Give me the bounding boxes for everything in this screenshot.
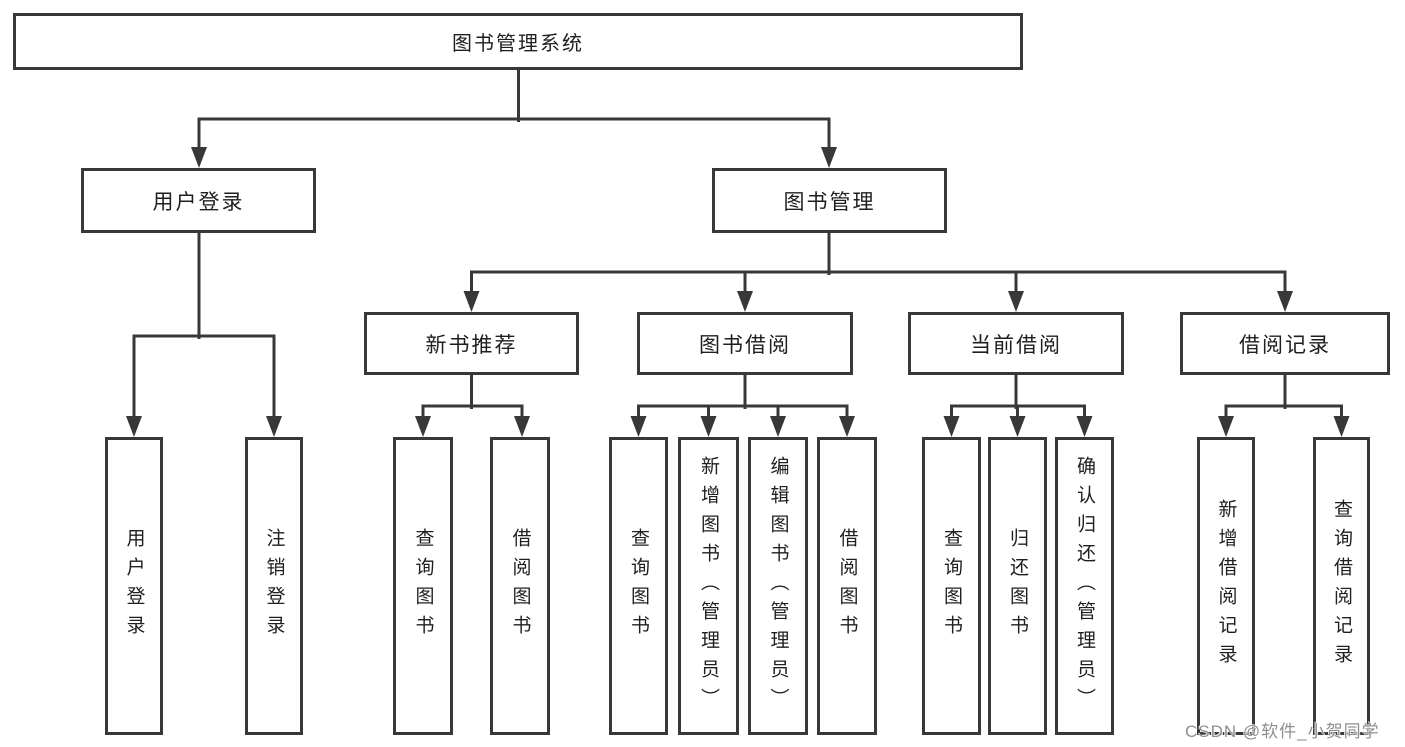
arrowhead-icon — [821, 147, 837, 168]
node-system-root: 图书管理系统 — [13, 13, 1023, 70]
node-borrow-records: 借阅记录 — [1180, 312, 1390, 375]
arrowhead-icon — [191, 147, 207, 168]
arrowhead-icon — [1009, 416, 1026, 437]
leaf-borrow-books: 借阅图书 — [817, 437, 877, 735]
leaf-user-login: 用户登录 — [105, 437, 163, 735]
leaf-return-books: 归还图书 — [988, 437, 1047, 735]
arrowhead-icon — [1333, 416, 1350, 437]
node-current-borrowing: 当前借阅 — [908, 312, 1124, 375]
leaf-query-books-borrowing: 查询图书 — [609, 437, 668, 735]
arrowhead-icon — [630, 416, 647, 437]
leaf-confirm-return-admin: 确认归还（管理员） — [1055, 437, 1114, 735]
leaf-logout: 注销登录 — [245, 437, 303, 735]
leaf-query-books-recommend: 查询图书 — [393, 437, 453, 735]
leaf-borrow-books-recommend: 借阅图书 — [490, 437, 550, 735]
node-user-login: 用户登录 — [81, 168, 316, 233]
arrowhead-icon — [266, 416, 282, 437]
arrowhead-icon — [770, 416, 786, 437]
arrowhead-icon — [839, 416, 855, 437]
leaf-query-borrow-record: 查询借阅记录 — [1313, 437, 1370, 735]
arrowhead-icon — [1218, 416, 1234, 437]
node-book-borrowing: 图书借阅 — [637, 312, 853, 375]
arrowhead-icon — [126, 416, 142, 437]
node-new-book-recommend: 新书推荐 — [364, 312, 579, 375]
arrowhead-icon — [943, 416, 960, 437]
leaf-query-books-current: 查询图书 — [922, 437, 981, 735]
arrowhead-icon — [415, 416, 431, 437]
arrowhead-icon — [1008, 291, 1024, 312]
arrowhead-icon — [463, 291, 480, 312]
leaf-edit-books-admin: 编辑图书（管理员） — [748, 437, 808, 735]
arrowhead-icon — [700, 416, 717, 437]
arrowhead-icon — [1076, 416, 1093, 437]
csdn-watermark: CSDN @软件_小贺同学 — [1185, 722, 1380, 741]
leaf-add-borrow-record: 新增借阅记录 — [1197, 437, 1255, 735]
arrowhead-icon — [737, 291, 753, 312]
leaf-add-books-admin: 新增图书（管理员） — [678, 437, 739, 735]
arrowhead-icon — [514, 416, 530, 437]
arrowhead-icon — [1277, 291, 1293, 312]
node-book-management: 图书管理 — [712, 168, 947, 233]
